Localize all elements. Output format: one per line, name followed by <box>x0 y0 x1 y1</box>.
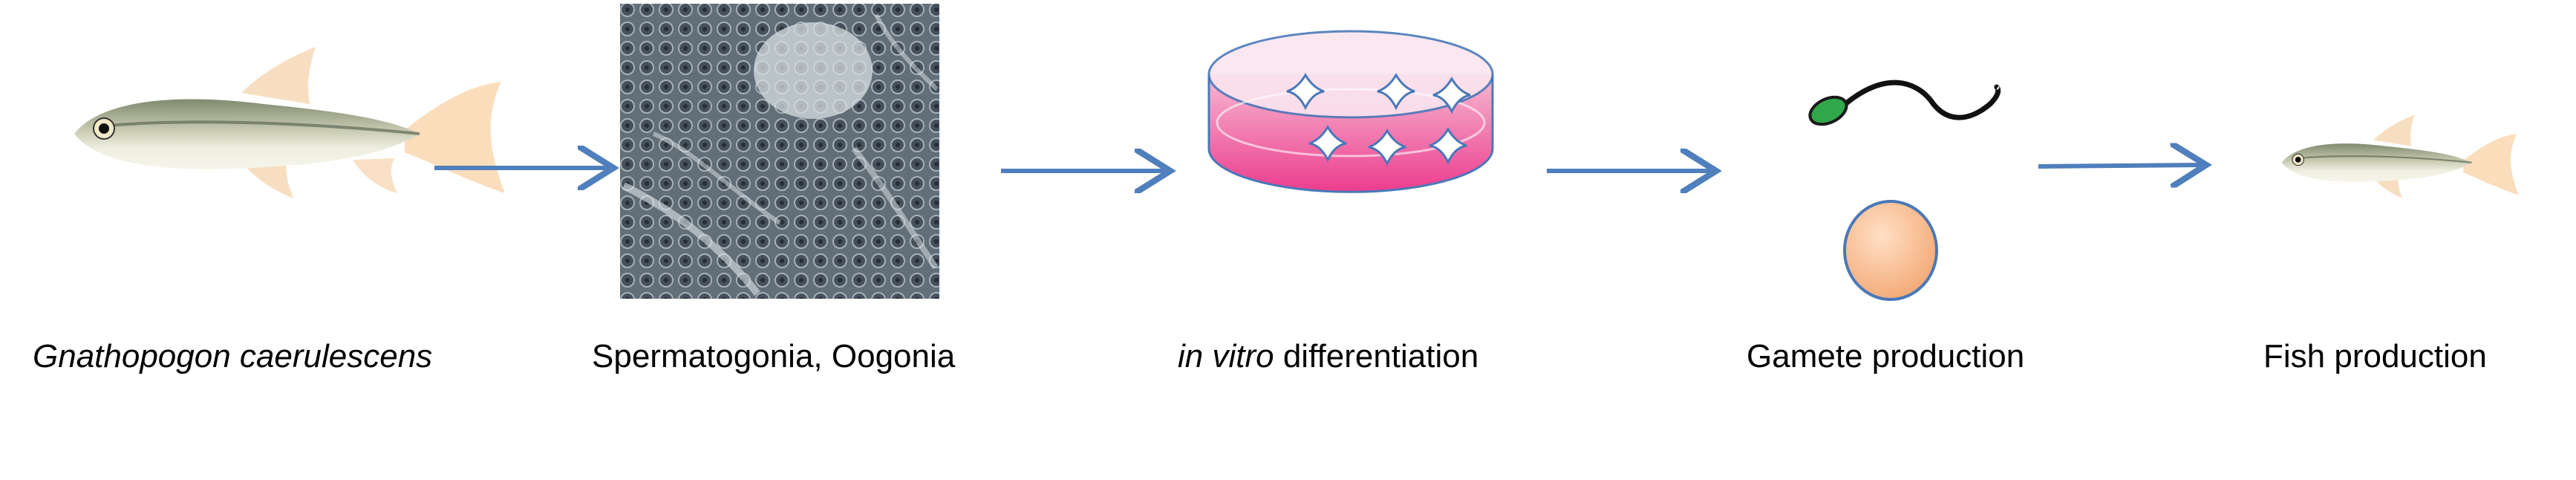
sperm-icon <box>1808 80 2001 126</box>
flow-arrow-4 <box>2038 165 2202 166</box>
step-label-germ-cells: Spermatogonia, Oogonia <box>592 338 955 375</box>
petri-dish-icon <box>1207 30 1494 193</box>
step-label-gamete-production: Gamete production <box>1747 338 2024 375</box>
gamete-production-text: Gamete production <box>1747 338 2025 374</box>
step-label-source-fish: Gnathopogon caerulescens <box>33 338 432 375</box>
fish-small-icon <box>2281 114 2519 198</box>
step-label-differentiation: in vitro differentiation <box>1178 338 1478 375</box>
in-vitro-text: in vitro <box>1178 338 1274 374</box>
fish-large-icon <box>74 47 505 198</box>
germ-cells-text: Spermatogonia, Oogonia <box>592 338 956 374</box>
spermatogonia-micrograph <box>620 4 939 299</box>
step-label-fish-production: Fish production <box>2263 338 2487 375</box>
egg-icon <box>1843 200 1938 301</box>
differentiation-text: differentiation <box>1274 338 1479 374</box>
species-name: Gnathopogon caerulescens <box>33 338 433 374</box>
fish-production-text: Fish production <box>2263 338 2487 374</box>
